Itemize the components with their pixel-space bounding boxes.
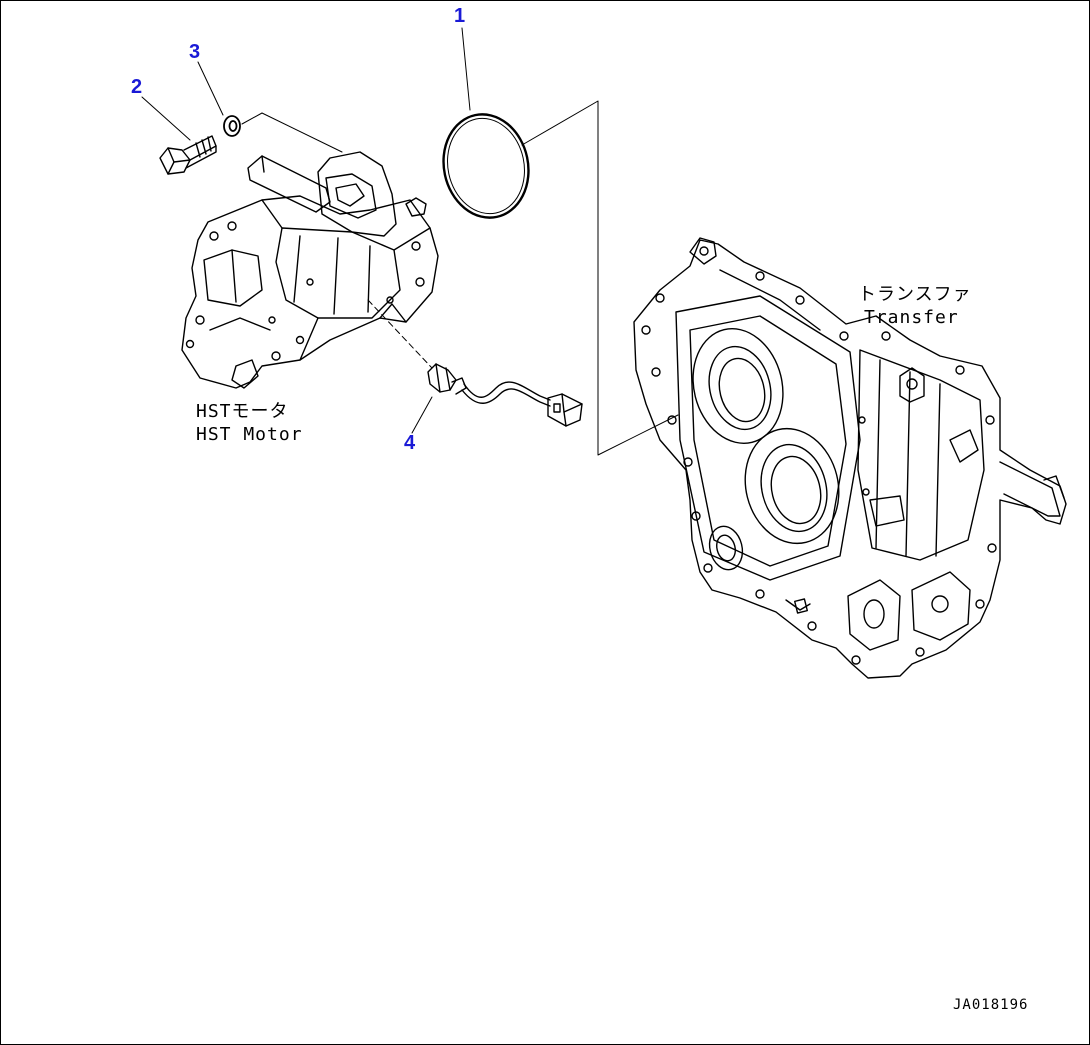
bolt-part	[159, 135, 217, 175]
washer-part	[223, 115, 241, 137]
hst-motor-drawing	[181, 151, 439, 389]
hst-motor-label-en: HST Motor	[196, 424, 303, 445]
transfer-drawing	[633, 237, 1067, 679]
callout-1: 1	[454, 5, 466, 27]
o-ring-part	[442, 113, 530, 219]
transfer-label-jp: トランスファ	[858, 284, 972, 305]
callout-3: 3	[189, 41, 201, 63]
transfer-label-en: Transfer	[864, 307, 959, 328]
callout-2: 2	[131, 76, 143, 98]
leader-lines	[141, 27, 679, 456]
speed-sensor-part	[427, 363, 583, 427]
drawing-number: JA018196	[953, 997, 1029, 1013]
hst-motor-label-jp: HSTモータ	[196, 401, 289, 422]
callout-4: 4	[404, 432, 416, 454]
